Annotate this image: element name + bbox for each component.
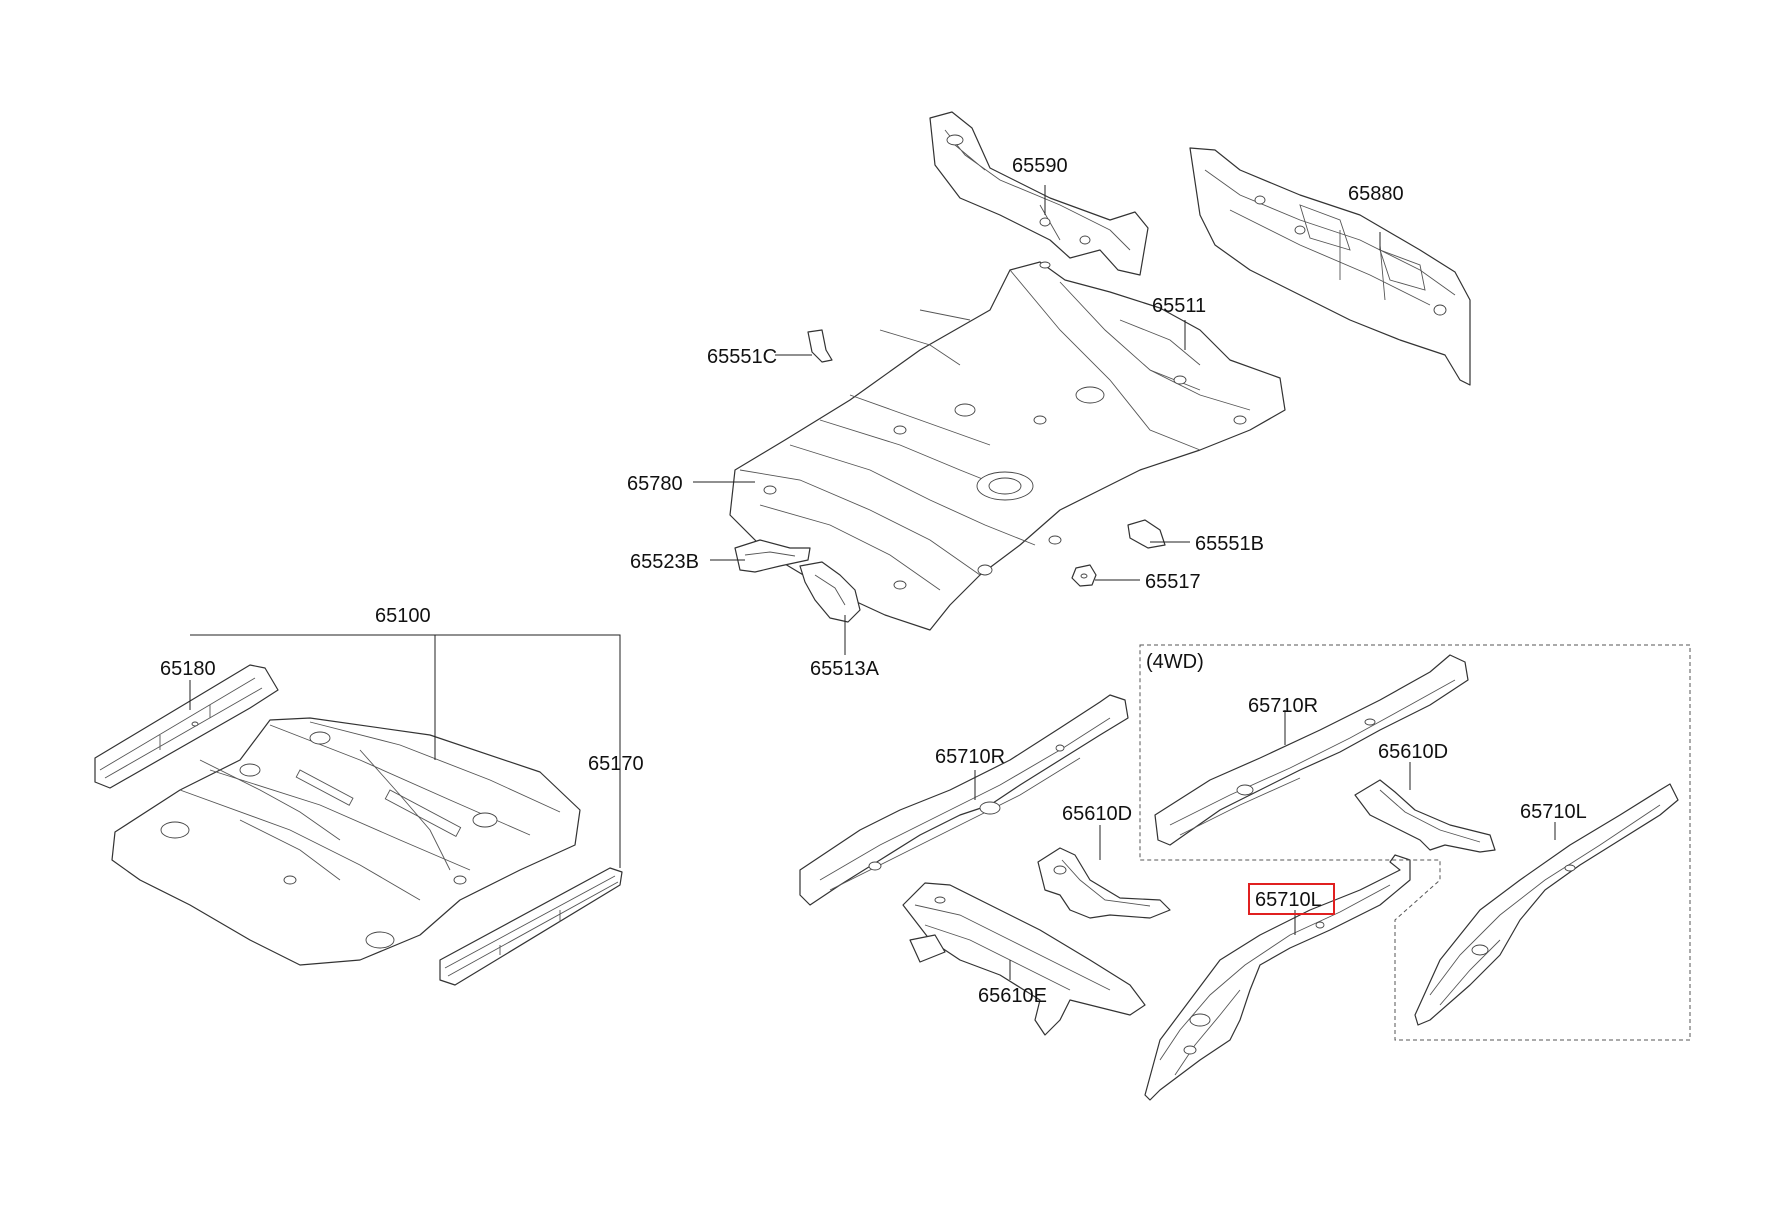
label-65610D-b[interactable]: 65610D [1378, 741, 1448, 763]
part-65880-drawing[interactable] [1189, 147, 1471, 386]
label-65511[interactable]: 65511 [1152, 295, 1206, 317]
part-65610E-drawing[interactable] [902, 882, 1146, 1036]
label-65100[interactable]: 65100 [375, 605, 431, 627]
label-65523B[interactable]: 65523B [630, 551, 699, 573]
label-65170[interactable]: 65170 [588, 753, 644, 775]
group-4wd-boundary [1139, 644, 1691, 1041]
label-65513A[interactable]: 65513A [810, 658, 880, 680]
part-65710L-b-drawing[interactable] [1414, 783, 1679, 1026]
label-65590[interactable]: 65590 [1012, 155, 1068, 177]
part-65523B-drawing[interactable] [734, 539, 811, 573]
label-65710R-b[interactable]: 65710R [1248, 695, 1318, 717]
label-65551C[interactable]: 65551C [707, 346, 777, 368]
part-65511-65780-drawing[interactable] [729, 261, 1286, 631]
part-65551B-drawing[interactable] [1127, 519, 1166, 549]
label-65180[interactable]: 65180 [160, 658, 216, 680]
highlight-box-65710L [1248, 883, 1335, 915]
label-4wd-group: (4WD) [1146, 651, 1204, 673]
part-65513A-drawing[interactable] [799, 561, 861, 623]
label-65610D-a[interactable]: 65610D [1062, 803, 1132, 825]
part-65710R-a-drawing[interactable] [799, 694, 1129, 906]
part-65100-drawing[interactable] [111, 717, 581, 966]
part-65610D-a-drawing[interactable] [1037, 847, 1171, 919]
part-65170-drawing[interactable] [439, 867, 623, 986]
label-65610E[interactable]: 65610E [978, 985, 1047, 1007]
label-65880[interactable]: 65880 [1348, 183, 1404, 205]
label-65710L-b[interactable]: 65710L [1520, 801, 1587, 823]
part-65610D-b-drawing[interactable] [1354, 779, 1496, 853]
label-65710R-a[interactable]: 65710R [935, 746, 1005, 768]
label-65710L-highlighted[interactable]: 65710L [1255, 889, 1322, 911]
part-65551C-drawing[interactable] [807, 329, 833, 363]
label-65551B[interactable]: 65551B [1195, 533, 1264, 555]
label-65517[interactable]: 65517 [1145, 571, 1201, 593]
part-65517-drawing[interactable] [1071, 564, 1097, 587]
part-65710R-b-drawing[interactable] [1154, 654, 1469, 846]
part-65590-drawing[interactable] [929, 111, 1149, 276]
label-65780[interactable]: 65780 [627, 473, 683, 495]
leader-lines [189, 185, 1556, 980]
part-65710L-highlighted-drawing[interactable] [1144, 854, 1411, 1101]
part-65180-drawing[interactable] [94, 664, 279, 789]
